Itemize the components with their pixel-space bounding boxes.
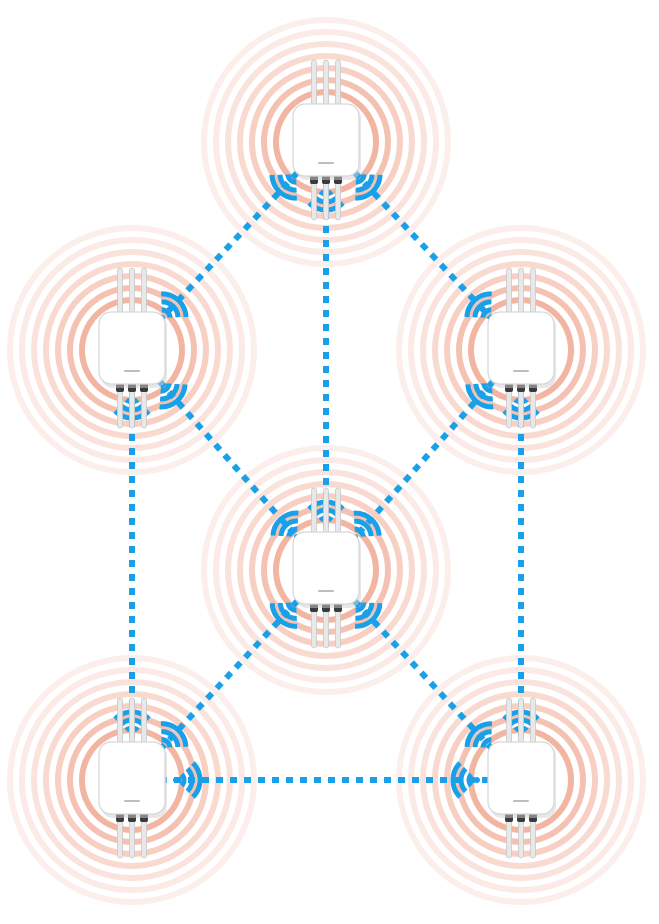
wifi-arc bbox=[182, 774, 184, 785]
brand-mark bbox=[513, 370, 529, 372]
access-point-body bbox=[293, 532, 359, 604]
brand-mark bbox=[513, 800, 529, 802]
wifi-arc bbox=[469, 774, 471, 785]
wifi-dot bbox=[173, 777, 179, 783]
wifi-arc bbox=[461, 769, 466, 792]
brand-mark bbox=[124, 800, 140, 802]
brand-mark bbox=[124, 370, 140, 372]
brand-mark bbox=[318, 162, 334, 164]
brand-mark bbox=[318, 590, 334, 592]
access-point-body bbox=[293, 104, 359, 176]
access-point-body bbox=[488, 742, 554, 814]
access-point-body bbox=[99, 312, 165, 384]
access-point-body bbox=[488, 312, 554, 384]
access-point-body bbox=[99, 742, 165, 814]
wifi-dot bbox=[474, 777, 480, 783]
